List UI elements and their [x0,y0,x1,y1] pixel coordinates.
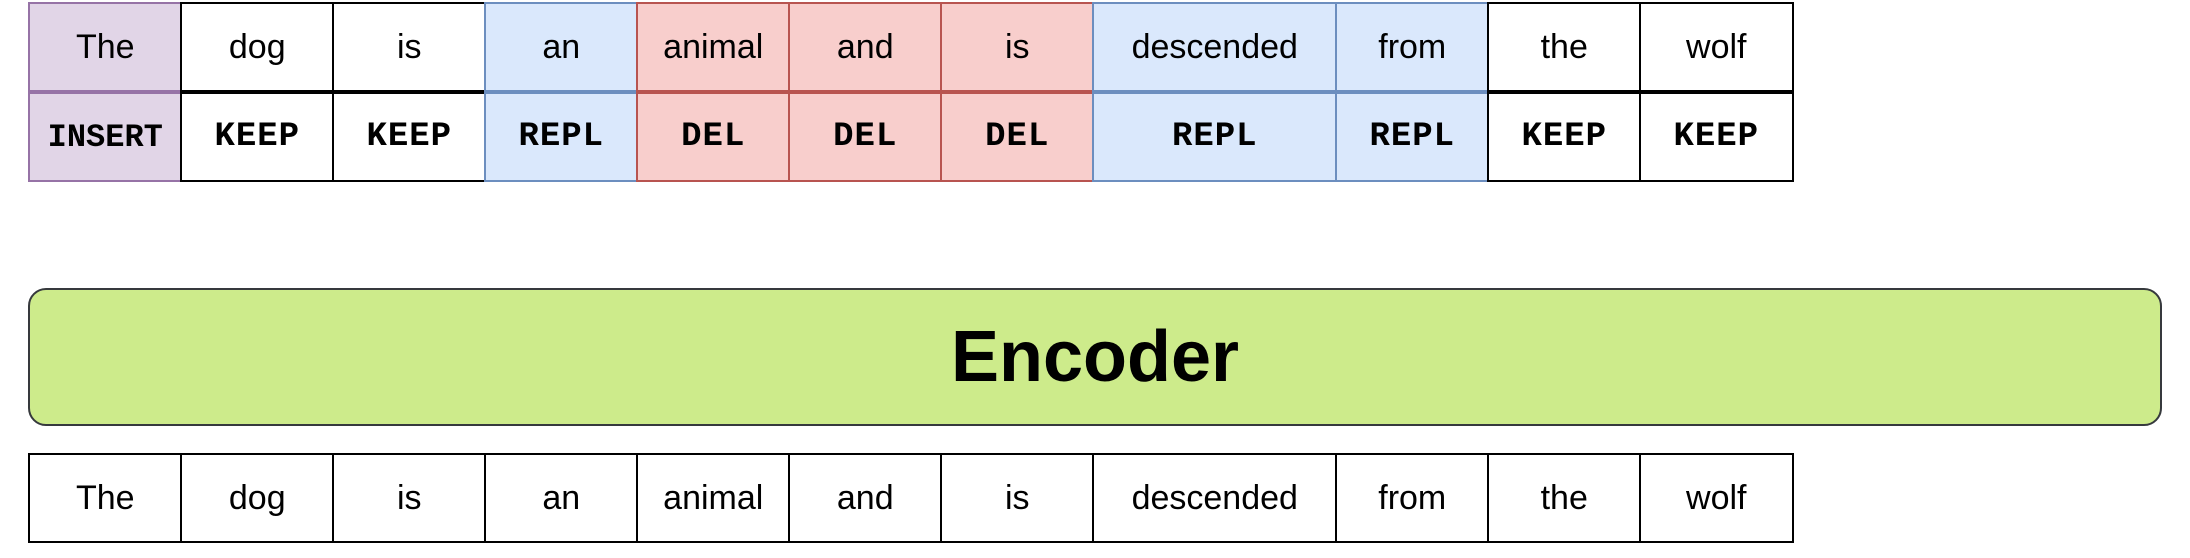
edit-tag-cell: INSERT [28,92,183,182]
output-word-row: The dog is an animal and is descended fr… [28,2,1794,92]
input-word-cell: wolf [1639,453,1794,543]
edit-tag-cell: KEEP [1639,92,1794,182]
output-word-cell: is [332,2,487,92]
edit-tag-cell: REPL [484,92,639,182]
encoder-block: Encoder [28,288,2162,426]
edit-tag-cell: KEEP [332,92,487,182]
encoder-label: Encoder [950,317,1240,397]
edit-tag-cell: REPL [1092,92,1338,182]
input-word-cell: is [332,453,487,543]
edit-tag-cell: KEEP [1487,92,1642,182]
input-word-cell: from [1335,453,1490,543]
input-word-cell: an [484,453,639,543]
input-word-cell: The [28,453,183,543]
output-word-cell: descended [1092,2,1338,92]
output-word-cell: The [28,2,183,92]
edit-tag-cell: DEL [788,92,943,182]
input-word-cell: and [788,453,943,543]
output-word-cell: is [940,2,1095,92]
output-word-cell: and [788,2,943,92]
edit-tag-cell: KEEP [180,92,335,182]
input-word-cell: is [940,453,1095,543]
edit-tag-cell: DEL [940,92,1095,182]
input-word-row: The dog is an animal and is descended fr… [28,453,1794,543]
input-word-cell: animal [636,453,791,543]
output-word-cell: from [1335,2,1490,92]
input-word-cell: the [1487,453,1642,543]
edit-tag-cell: DEL [636,92,791,182]
output-word-cell: wolf [1639,2,1794,92]
output-word-cell: animal [636,2,791,92]
output-word-cell: dog [180,2,335,92]
input-word-cell: descended [1092,453,1338,543]
edit-tag-cell: REPL [1335,92,1490,182]
output-word-cell: an [484,2,639,92]
output-word-cell: the [1487,2,1642,92]
input-word-cell: dog [180,453,335,543]
edit-tag-row: INSERT KEEP KEEP REPL DEL DEL DEL REPL R… [28,92,1794,182]
